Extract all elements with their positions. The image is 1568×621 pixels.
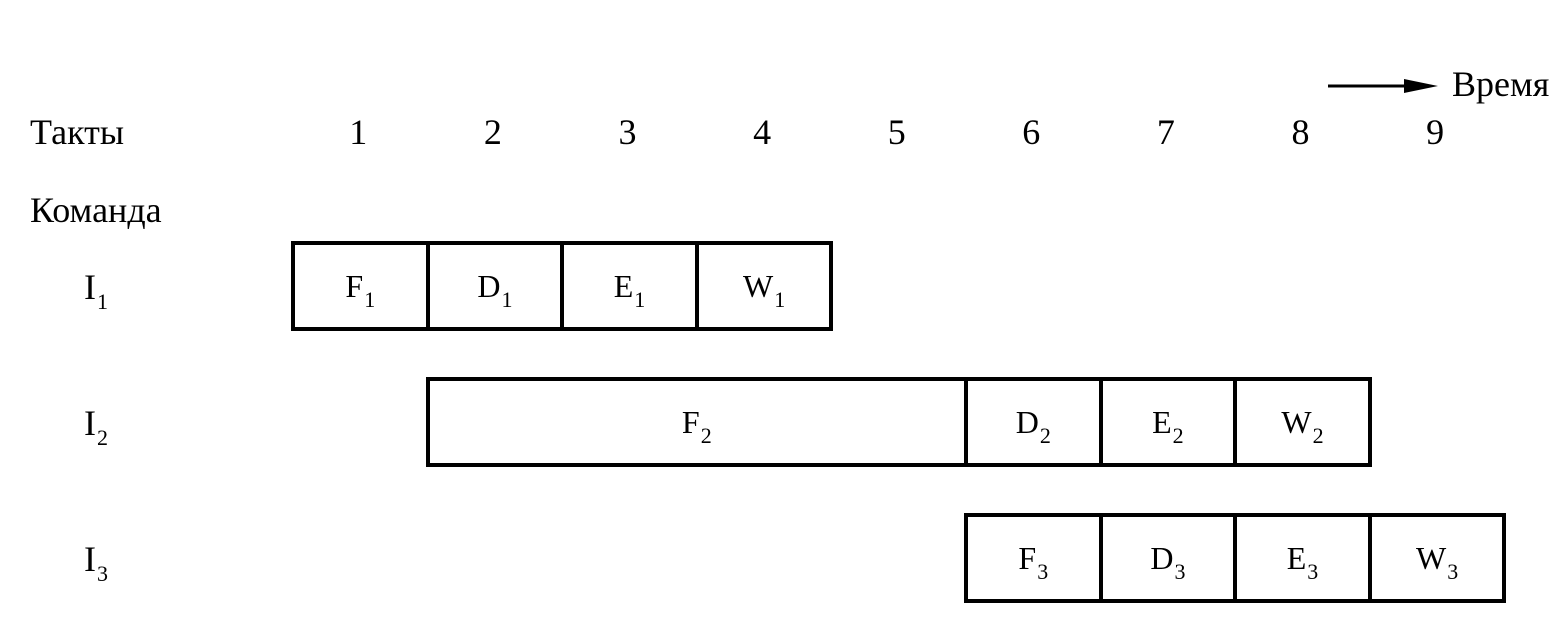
label-letter: E bbox=[1152, 403, 1172, 440]
stage-label: F3 bbox=[1018, 539, 1048, 584]
stage-cell: W2 bbox=[1233, 377, 1372, 467]
label-letter: E bbox=[1286, 539, 1307, 576]
stage-cell: E1 bbox=[560, 241, 699, 331]
stage-label: E3 bbox=[1286, 539, 1319, 584]
stage-label: E1 bbox=[613, 267, 646, 312]
label-letter: D bbox=[477, 267, 501, 304]
stage-cell: W3 bbox=[1367, 513, 1507, 603]
label-subscript: 1 bbox=[634, 286, 646, 312]
label-subscript: 2 bbox=[1312, 422, 1324, 448]
stage-cell: W1 bbox=[694, 241, 834, 331]
label-subscript: 3 bbox=[1037, 558, 1049, 584]
label-letter: E bbox=[613, 267, 634, 304]
label-letter: D bbox=[1015, 403, 1039, 440]
tick-label: 6 bbox=[1022, 112, 1041, 152]
label-subscript: 2 bbox=[1039, 422, 1051, 448]
stage-label: W1 bbox=[742, 267, 785, 312]
tick-label: 7 bbox=[1156, 112, 1175, 152]
stage-label: W2 bbox=[1281, 403, 1323, 448]
label-subscript: 1 bbox=[501, 286, 513, 312]
tick-label: 1 bbox=[349, 112, 368, 152]
label-letter: F bbox=[681, 403, 700, 440]
stage-label: D3 bbox=[1150, 539, 1185, 584]
stage-cell: E2 bbox=[1098, 377, 1238, 467]
label-letter: F bbox=[1018, 539, 1037, 576]
tick-label: 8 bbox=[1291, 112, 1310, 152]
stage-cell: F1 bbox=[291, 241, 430, 331]
instruction-label: I2 bbox=[84, 403, 108, 450]
command-label: Команда bbox=[30, 190, 162, 230]
tick-label: 2 bbox=[483, 112, 502, 152]
stage-cell: E3 bbox=[1233, 513, 1372, 603]
label-subscript: 2 bbox=[1172, 422, 1184, 448]
label-subscript: 3 bbox=[1174, 558, 1186, 584]
label-subscript: 3 bbox=[1307, 558, 1319, 584]
stage-label: E2 bbox=[1152, 403, 1184, 448]
label-letter: I bbox=[84, 403, 96, 443]
label-letter: W bbox=[742, 267, 774, 304]
label-subscript: 1 bbox=[97, 289, 108, 314]
cycles-label: Такты bbox=[30, 112, 125, 152]
label-letter: F bbox=[345, 267, 364, 304]
label-letter: W bbox=[1415, 539, 1447, 576]
label-subscript: 1 bbox=[774, 286, 786, 312]
stage-cell: D1 bbox=[425, 241, 565, 331]
instruction-label: I1 bbox=[84, 267, 108, 314]
instruction-label: I3 bbox=[84, 539, 108, 586]
label-letter: I bbox=[84, 267, 96, 307]
label-subscript: 1 bbox=[364, 286, 376, 312]
stage-cell: F2 bbox=[425, 377, 968, 467]
stage-cell: D2 bbox=[964, 377, 1103, 467]
label-subscript: 2 bbox=[97, 425, 108, 450]
stage-cell: F3 bbox=[964, 513, 1103, 603]
label-letter: D bbox=[1150, 539, 1174, 576]
tick-label: 5 bbox=[887, 112, 906, 152]
label-letter: I bbox=[84, 539, 96, 579]
stage-label: W3 bbox=[1415, 539, 1458, 584]
stage-cell: D3 bbox=[1098, 513, 1238, 603]
stage-label: F1 bbox=[345, 267, 375, 312]
label-subscript: 3 bbox=[1447, 558, 1459, 584]
time-arrow-icon bbox=[1328, 79, 1438, 93]
time-label: Время bbox=[1452, 64, 1550, 104]
stage-label: D1 bbox=[477, 267, 512, 312]
stage-label: F2 bbox=[681, 403, 712, 448]
label-letter: W bbox=[1281, 403, 1312, 440]
stage-label: D2 bbox=[1015, 403, 1051, 448]
tick-label: 4 bbox=[753, 112, 772, 152]
label-subscript: 3 bbox=[97, 561, 108, 586]
label-subscript: 2 bbox=[700, 422, 712, 448]
tick-label: 3 bbox=[618, 112, 637, 152]
tick-label: 9 bbox=[1426, 112, 1445, 152]
